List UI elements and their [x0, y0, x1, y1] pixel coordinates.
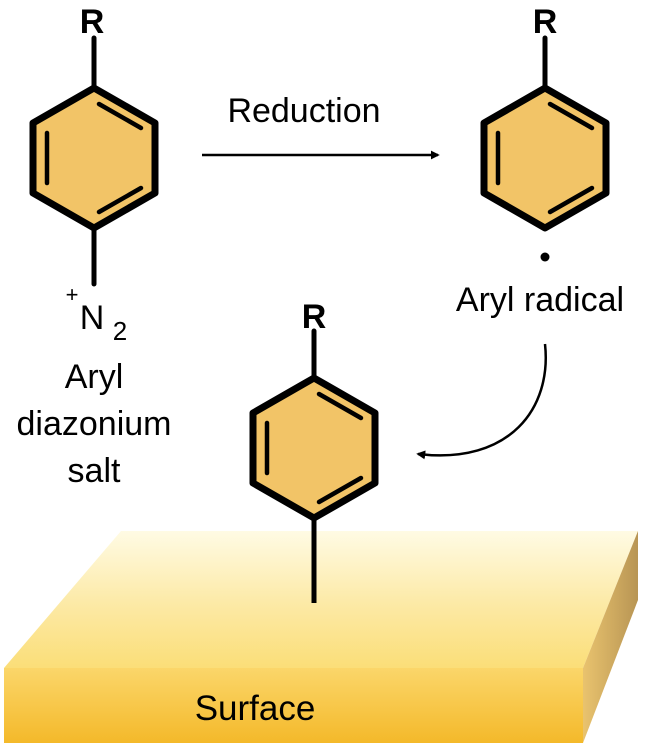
aryl-radical-molecule: R Aryl radical: [456, 3, 624, 319]
aryl-radical-label: Aryl radical: [456, 281, 624, 319]
double-bond-inner: [316, 475, 364, 505]
surface-slab: Surface: [4, 531, 638, 743]
substituent-r-label: R: [533, 3, 558, 41]
diazonium-name-line-2: diazonium: [17, 405, 172, 443]
benzene-ring-radical: [480, 84, 610, 232]
diazonium-name-line-3: salt: [68, 452, 121, 490]
aryl-diazonium-molecule: R + N 2 Aryl diazonium salt: [17, 3, 172, 490]
substituent-r-label: R: [80, 3, 105, 41]
surface-front-face: [4, 668, 583, 743]
diazonium-nitrogen: N: [80, 299, 105, 337]
surface-label: Surface: [195, 689, 316, 728]
reduction-label: Reduction: [227, 92, 380, 130]
surface-top-face: [4, 531, 638, 668]
substituent-r-label: R: [302, 298, 327, 336]
diazonium-name-line-1: Aryl: [65, 358, 124, 396]
grafted-aryl-molecule: R: [249, 298, 379, 603]
benzene-ring-diazonium: [29, 84, 159, 232]
surface-side-face: [583, 531, 638, 743]
double-bond-inner: [547, 101, 595, 131]
reduction-step: Reduction: [202, 92, 440, 160]
grafting-arrow: [416, 343, 547, 460]
double-bond-inner: [547, 185, 595, 215]
radical-dot: [540, 252, 550, 262]
double-bond-inner: [96, 185, 144, 215]
double-bond-inner: [96, 101, 144, 131]
diazonium-subscript: 2: [113, 316, 127, 346]
double-bond-inner: [316, 391, 364, 421]
diazonium-charge: +: [66, 282, 79, 307]
benzene-ring-grafted: [249, 374, 379, 522]
